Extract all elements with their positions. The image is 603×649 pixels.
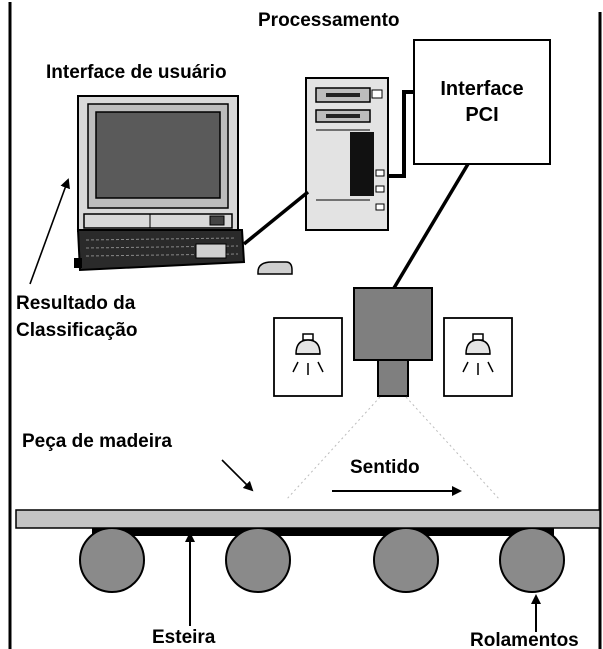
- lamp-icon: [443, 317, 513, 397]
- field-of-view-right: [405, 396, 501, 501]
- result-label-line2: Classificação: [16, 320, 138, 341]
- wood-board: [15, 509, 601, 529]
- pc-to-monitor-cable: [242, 190, 310, 246]
- pci-interface-label: Interface PCI: [412, 76, 552, 128]
- roller: [373, 527, 439, 593]
- rollers-label: Rolamentos: [470, 630, 579, 649]
- user-interface-label: Interface de usuário: [46, 62, 227, 83]
- arrow-icon: [221, 459, 254, 492]
- direction-label: Sentido: [350, 457, 420, 478]
- roller: [499, 527, 565, 593]
- lamp-icon: [273, 317, 343, 397]
- processing-label: Processamento: [258, 10, 400, 31]
- pci-to-camera-cable: [392, 163, 470, 289]
- roller: [79, 527, 145, 593]
- pc-tower-icon: [305, 77, 389, 231]
- field-of-view-left: [285, 396, 381, 501]
- arrow-icon: [29, 178, 70, 285]
- wood-piece-label: Peça de madeira: [22, 431, 172, 452]
- camera-icon: [353, 287, 433, 397]
- belt-label: Esteira: [152, 627, 216, 648]
- pci-label-line2: PCI: [465, 104, 499, 126]
- monitor-icon: [77, 95, 239, 232]
- pci-label-line1: Interface: [440, 78, 524, 100]
- keyboard-icon: [74, 229, 246, 272]
- result-label: Resultado da Classificação: [16, 290, 137, 344]
- pc-to-pci-cable: [388, 90, 414, 178]
- roller: [225, 527, 291, 593]
- conveyor-belt: [92, 528, 554, 536]
- result-label-line1: Resultado da: [16, 293, 136, 314]
- pci-interface-box: [413, 39, 551, 165]
- mouse-icon: [257, 261, 293, 275]
